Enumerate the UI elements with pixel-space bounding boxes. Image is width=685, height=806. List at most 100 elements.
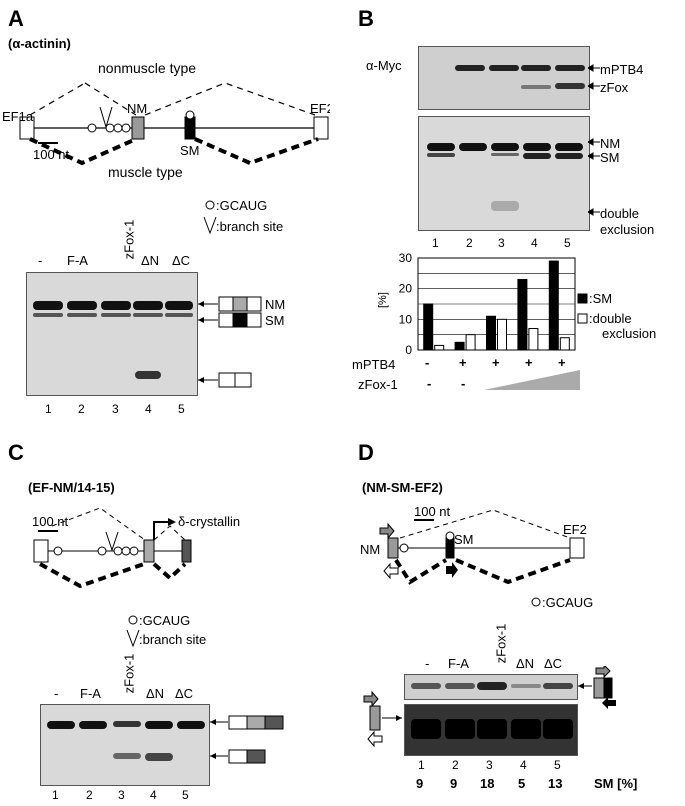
lane-num-b-5: 5: [564, 236, 571, 250]
panel-a-subtitle: (α-actinin): [8, 36, 71, 51]
lane-num-c-2: 2: [86, 788, 93, 802]
legend-swatch-double: [577, 313, 588, 324]
legend-swatch-sm: [577, 293, 588, 304]
lane-num-c-4: 4: [150, 788, 157, 802]
sm-marker-b: SM: [600, 150, 620, 165]
sm-value-1: 9: [416, 776, 424, 791]
sm-label-d: SM: [454, 532, 474, 547]
lane-num-d-5: 5: [554, 758, 561, 772]
exon-sm: [184, 116, 196, 140]
bar-double-exclusion: [434, 344, 445, 351]
amyc-label: α-Myc: [366, 58, 402, 73]
panel-d-gel-top: [404, 674, 578, 700]
sm-value-3: 18: [480, 776, 495, 791]
crystallin-label: δ-crystallin: [178, 514, 240, 529]
panel-a-letter: A: [8, 6, 24, 31]
nm-marker-b: NM: [600, 136, 621, 151]
exon-nm: [131, 116, 145, 140]
lane-num-a-5: 5: [178, 402, 185, 416]
svg-text:NM: NM: [265, 297, 285, 312]
legend-double-2: exclusion: [602, 326, 656, 341]
sm-value-5: 13: [548, 776, 563, 791]
scale-label: 100 nt: [33, 147, 70, 162]
y-tick-label: 0: [405, 343, 412, 357]
lane-num-c-5: 5: [182, 788, 189, 802]
bar-double-exclusion: [528, 328, 539, 351]
lane-num-a-4: 4: [145, 402, 152, 416]
lane-label-d-2: F-A: [448, 656, 469, 671]
zfox-marker: zFox: [600, 80, 629, 95]
mptb4-sign-5: +: [558, 355, 566, 370]
row-mptb4-label: mPTB4: [352, 357, 396, 372]
lane-num-d-1: 1: [418, 758, 425, 772]
bar-sm: [454, 341, 465, 351]
lane-label-a-5: ΔC: [172, 253, 191, 268]
mptb4-sign-3: +: [492, 355, 500, 370]
lane-label-a-3: zFox-1: [121, 219, 137, 260]
lane-num-a-2: 2: [78, 402, 85, 416]
lane-label-d-3: zFox-1: [493, 623, 509, 664]
y-tick-label: 30: [399, 251, 413, 265]
western-blot: [418, 46, 590, 110]
panel-c-band-markers: [210, 715, 284, 764]
nm-label-d: NM: [360, 542, 380, 557]
lane-label-d-4: ΔN: [516, 656, 535, 671]
lane-num-b-4: 4: [531, 236, 538, 250]
lane-num-c-3: 3: [118, 788, 125, 802]
muscle-type-label: muscle type: [108, 164, 183, 180]
panel-b-letter: B: [358, 6, 374, 31]
lane-num-c-1: 1: [52, 788, 59, 802]
lane-label-c-4: ΔN: [146, 686, 165, 701]
panel-c-letter: C: [8, 440, 24, 465]
bar-sm: [423, 303, 434, 351]
ef1a-label: EF1a: [2, 109, 34, 124]
lane-num-d-2: 2: [452, 758, 459, 772]
sm-value-2: 9: [450, 776, 458, 791]
bar-double-exclusion: [465, 334, 476, 351]
exon-ef1a: [19, 116, 35, 140]
row-zfox-label: zFox-1: [358, 377, 398, 392]
y-tick-label: 20: [399, 282, 413, 296]
panel-a-gene-diagram: nonmuscle type EF1a NM SM EF2 100 nt mus…: [2, 60, 330, 235]
scale-label-c: 100 nt: [32, 514, 69, 529]
ef2-label-d: EF2: [563, 522, 587, 537]
legend-sm: :SM: [589, 291, 612, 306]
panel-d-gel-bottom: [404, 704, 578, 756]
panel-c-gene-diagram: 100 nt δ-crystallin :GCAUG :branch site: [32, 507, 240, 648]
mptb4-sign-1: -: [425, 355, 430, 370]
legend-gcaug: :GCAUG: [216, 198, 267, 213]
panel-a-gel: [26, 272, 198, 396]
legend-double-1: :double: [589, 311, 632, 326]
bar-sm: [486, 315, 496, 351]
scale-label-d: 100 nt: [414, 504, 451, 519]
sm-percent-label: SM [%]: [594, 776, 638, 791]
lane-label-c-5: ΔC: [175, 686, 194, 701]
double-exclusion-marker: double exclusion: [600, 206, 655, 237]
lane-label-d-1: -: [425, 656, 430, 671]
panel-d-top-marker: [578, 666, 616, 709]
panel-d-subtitle: (NM-SM-EF2): [362, 480, 443, 495]
nonmuscle-type-label: nonmuscle type: [98, 60, 196, 76]
panel-d-letter: D: [358, 440, 374, 465]
panel-a-band-markers: NM SM: [198, 296, 285, 388]
svg-text:SM: SM: [265, 313, 285, 328]
chart-ylabel: [%]: [377, 292, 389, 308]
sm-label: SM: [180, 143, 200, 158]
lane-label-c-2: F-A: [80, 686, 101, 701]
bar-double-exclusion: [497, 318, 507, 351]
panel-b-gel: [418, 116, 590, 231]
lane-num-a-1: 1: [45, 402, 52, 416]
bar-sm: [548, 260, 559, 351]
lane-label-a-2: F-A: [67, 253, 88, 268]
mptb4-sign-2: +: [459, 355, 467, 370]
lane-num-b-3: 3: [498, 236, 505, 250]
mptb4-marker: mPTB4: [600, 62, 644, 77]
panel-d-gene-diagram: 100 nt NM SM EF2 :GCAUG: [360, 504, 593, 610]
lane-label-c-3: zFox-1: [121, 653, 137, 694]
lane-num-d-4: 4: [520, 758, 527, 772]
legend-gcaug-c: :GCAUG: [139, 613, 190, 628]
zfox-gradient-wedge: [484, 370, 580, 390]
zfox-sign-1: -: [427, 376, 432, 391]
lane-num-b-1: 1: [432, 236, 439, 250]
